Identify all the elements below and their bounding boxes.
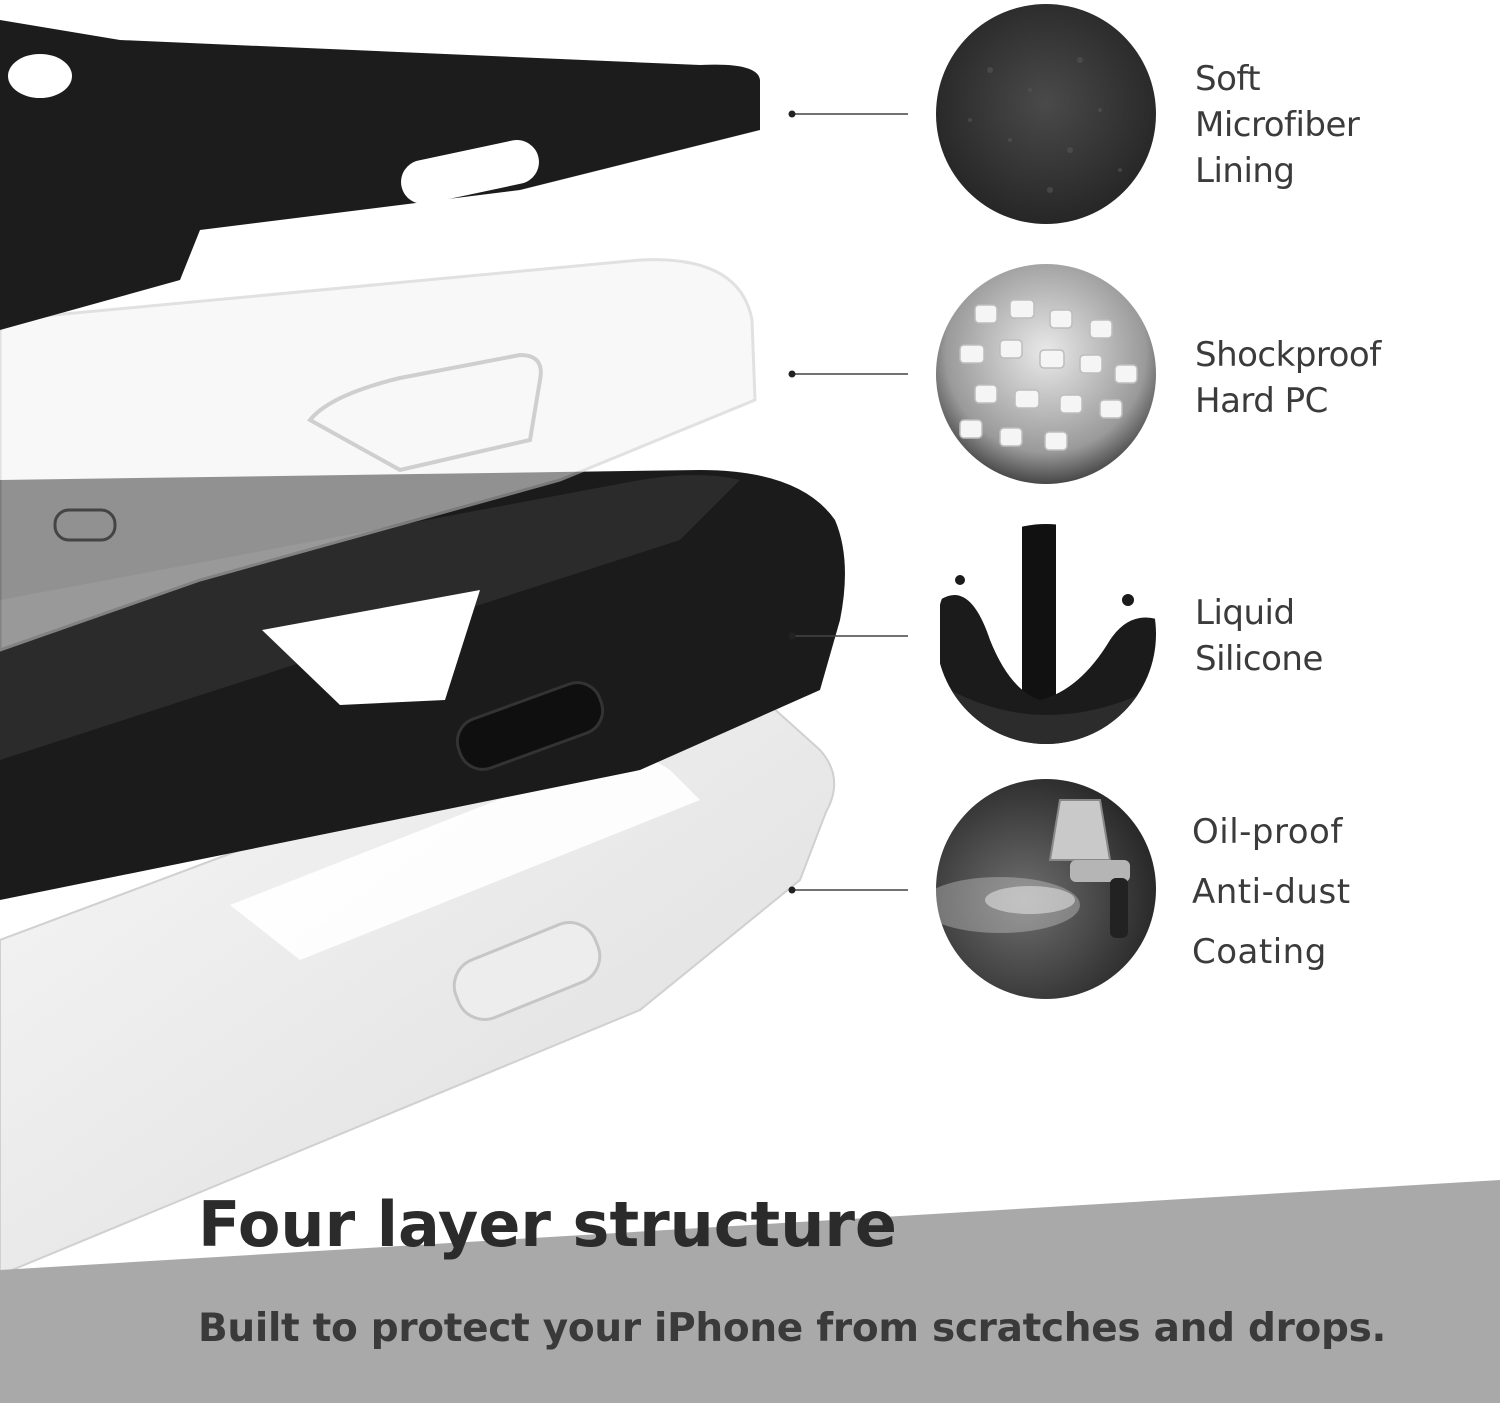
layer-label-line: Oil-proof [1192,812,1343,852]
leader-dot [788,632,796,640]
layer-label-line: Hard PC [1195,381,1328,421]
leader-dot [788,110,796,118]
layer-label-line: Anti-dust [1192,872,1351,912]
layer-label-line: Coating [1192,932,1327,972]
leader-dot [788,370,796,378]
layer-label-hard-pc: Shockproof Hard PC [1195,332,1381,424]
pc-pellets-icon [936,264,1156,484]
layer-label-line: Shockproof [1195,335,1381,375]
microfiber-texture-icon [936,4,1156,224]
coating-layer-shell [0,686,836,1277]
layer-label-line: Lining [1195,151,1295,191]
microfiber-layer-shell [0,0,760,330]
hardpc-layer-clear [0,258,757,652]
layer-label-coating: Oil-proof Anti-dust Coating [1192,802,1351,982]
liquid-silicone-splash-icon [936,524,1156,744]
layer-label-silicone: Liquid Silicone [1195,590,1323,682]
layer-label-line: Silicone [1195,639,1323,679]
spray-gun-icon [936,779,1156,999]
layer-label-line: Soft [1195,59,1261,99]
leader-lines [792,113,908,891]
layer-label-line: Liquid [1195,593,1295,633]
layer-label-line: Microfiber [1195,105,1360,145]
footer-band [0,1180,1500,1403]
layer-label-microfiber: Soft Microfiber Lining [1195,56,1360,194]
leader-dot [788,886,796,894]
